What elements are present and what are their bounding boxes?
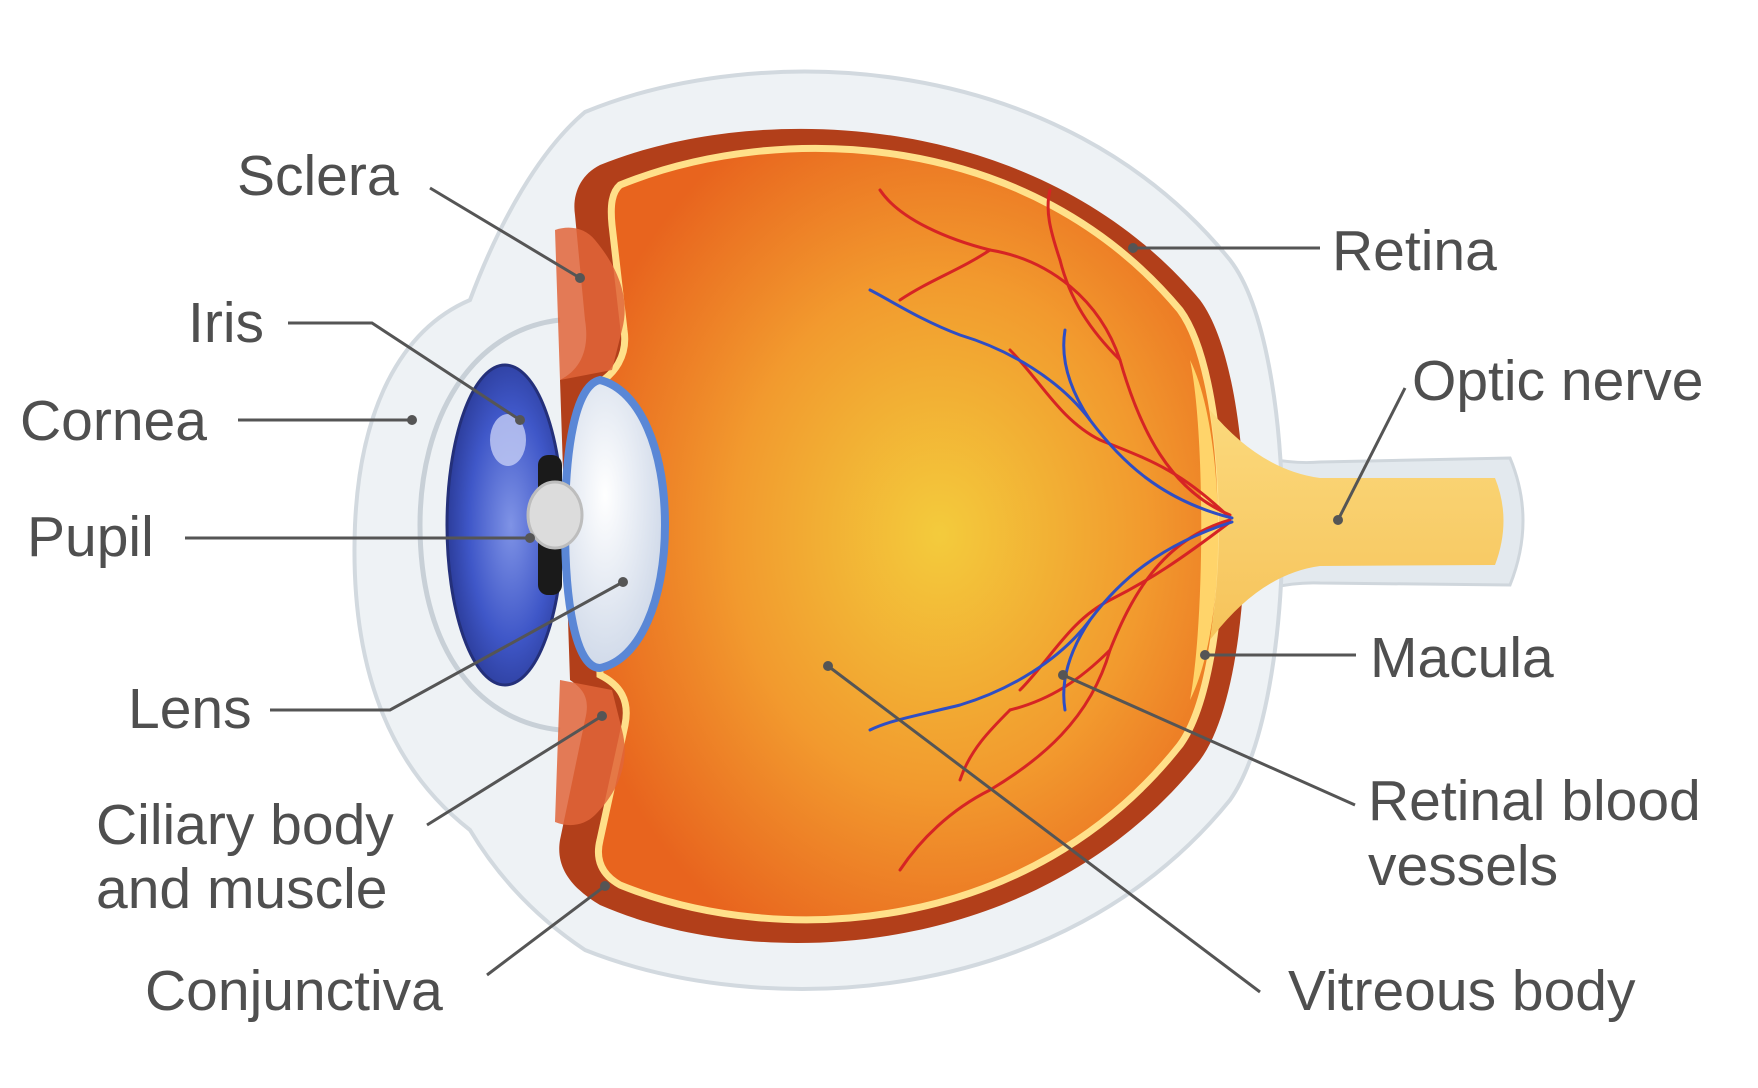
leader-lens [270,580,624,712]
label-ciliary-line1: Ciliary body [96,793,394,857]
dot-retina [1128,243,1138,253]
leader-vitreous [827,664,1261,994]
label-cornea: Cornea [20,389,207,453]
label-retina: Retina [1332,219,1497,283]
dot-vessels [1058,670,1068,680]
label-pupil: Pupil [27,505,154,569]
optic-nerve [1210,410,1504,640]
leader-conjunctiva [486,884,606,977]
lens [560,375,670,673]
ciliary-body-lower [555,680,625,826]
dot-sclera [575,273,585,283]
dot-pupil [525,533,535,543]
ciliary-body [555,227,625,380]
dot-cornea [407,415,417,425]
dot-optic [1333,515,1343,525]
dot-macula [1200,650,1210,660]
leader-optic [1336,387,1407,521]
dot-vitreous [823,661,833,671]
iris-highlight [490,414,526,466]
dot-ciliary [597,711,607,721]
cornea [417,317,561,733]
dot-lens [618,577,628,587]
label-iris: Iris [188,291,264,355]
label-conjunctiva: Conjunctiva [145,959,443,1023]
label-lens: Lens [128,677,252,741]
retinal-arteries [878,188,1232,872]
label-macula: Macula [1370,626,1554,690]
leader-ciliary [426,714,603,827]
label-retinal-vessels-line1: Retinal blood [1368,769,1701,833]
retinal-veins [868,288,1234,732]
label-optic-nerve: Optic nerve [1412,349,1704,413]
leader-iris [288,321,521,422]
lens-nucleus [526,480,584,550]
label-vitreous-body: Vitreous body [1288,959,1636,1023]
label-ciliary-line2: and muscle [96,857,388,921]
dot-iris [515,415,525,425]
leader-sclera [429,186,581,280]
label-sclera: Sclera [237,144,399,208]
dot-conjunctiva [600,881,610,891]
label-retinal-vessels-line2: vessels [1368,834,1559,898]
leader-vessels [1062,673,1356,807]
